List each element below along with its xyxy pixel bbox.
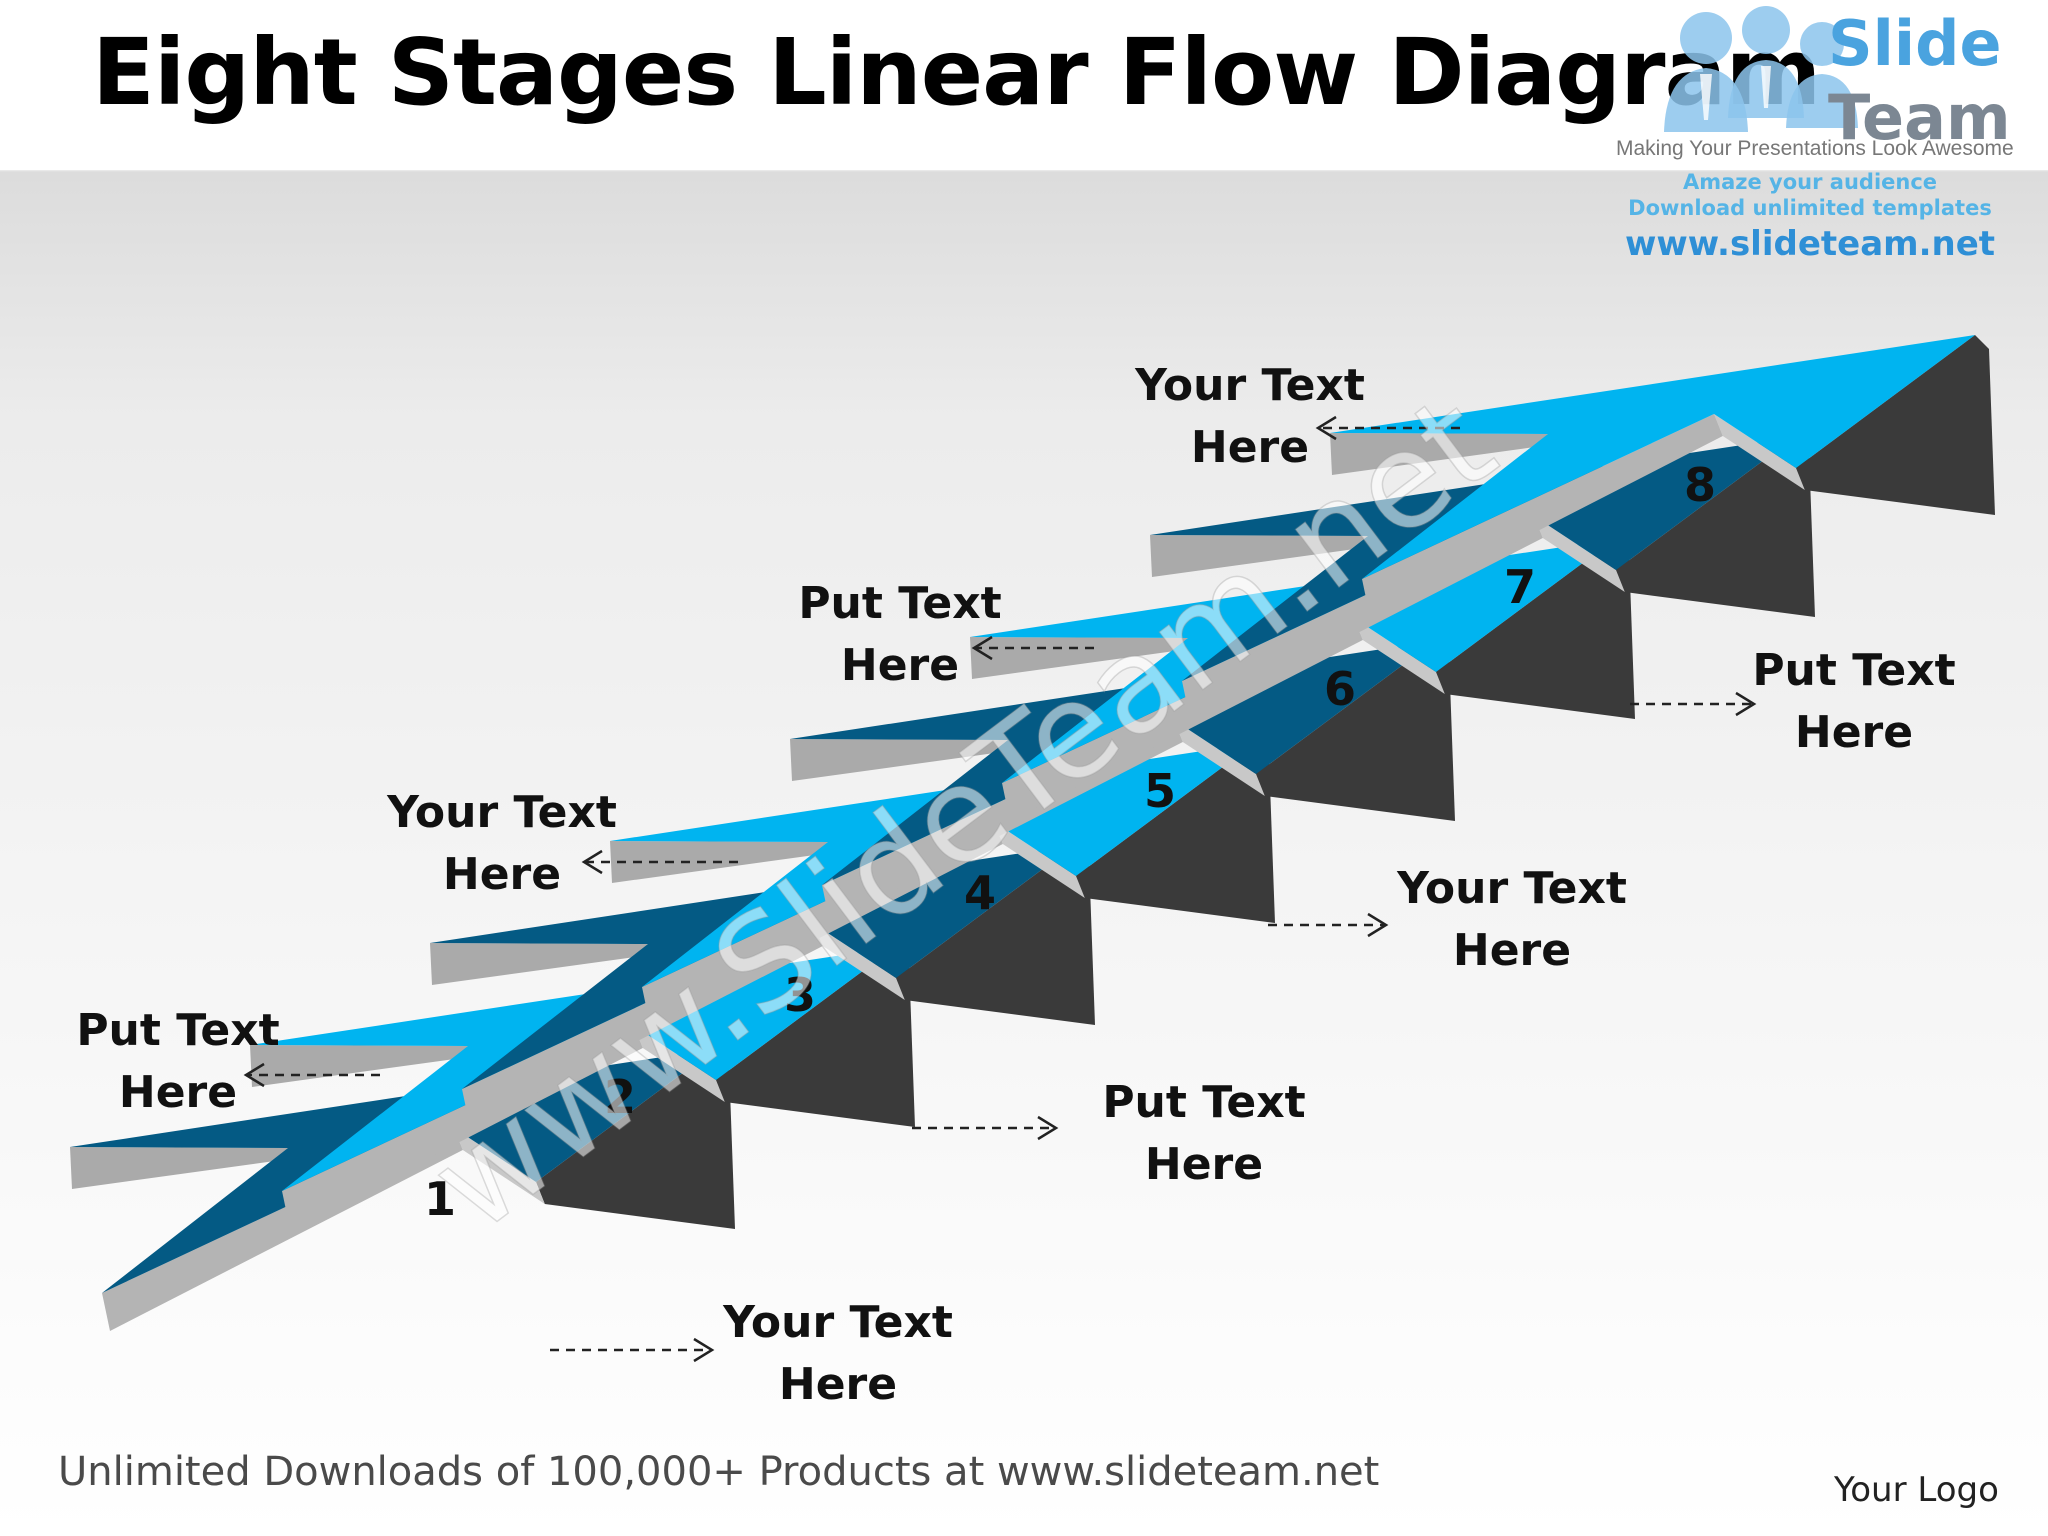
stage-1-tip-shadow	[536, 1049, 735, 1229]
brand-promo-line-2: Download unlimited templates	[1628, 196, 1992, 220]
footer-downloads-text: Unlimited Downloads of 100,000+ Products…	[58, 1449, 1380, 1495]
stage-5-connector-arrowhead	[1367, 912, 1389, 938]
stage-8-callout-line-1: Your Text	[1135, 360, 1365, 411]
stage-2-arrow: 2	[250, 947, 915, 1229]
stage-5-face	[790, 641, 1435, 885]
stage-2-chin-side	[634, 1026, 725, 1102]
stage-1-chin-side	[454, 1128, 545, 1204]
stage-7-callout-line-1: Put Text	[1752, 645, 1956, 696]
stage-8-chin-side	[1714, 414, 1805, 490]
stage-4-face	[610, 743, 1255, 987]
stage-2-connector-arrowhead	[243, 1062, 265, 1088]
stage-2-tip-shadow	[716, 947, 915, 1127]
people-logo-icon	[1664, 6, 1858, 132]
stage-8-callout-line-2: Here	[1190, 422, 1310, 473]
stage-7-face	[1150, 437, 1795, 681]
stage-6-chin-side	[1354, 618, 1445, 694]
connector-lines	[243, 415, 1757, 1363]
stage-8-connector-arrowhead	[1315, 415, 1337, 441]
brand-promo-line-1: Amaze your audience	[1682, 170, 1938, 194]
stage-7-tip-shadow	[1616, 437, 1815, 617]
stage-1-callout-line-2: Here	[778, 1359, 898, 1410]
stage-7-connector-arrowhead	[1735, 691, 1757, 717]
brand-url-link[interactable]: www.slideteam.net	[1624, 224, 1996, 264]
brand-name-slide: Slide	[1828, 7, 2002, 80]
stage-6-face	[970, 539, 1615, 783]
stage-3-callout-line-1: Put Text	[1102, 1077, 1306, 1128]
stage-3-tip-shadow	[896, 845, 1095, 1025]
stage-8-bottom-side	[1362, 414, 1723, 617]
stage-7-chin-side	[1534, 516, 1625, 592]
stage-4-tip-shadow	[1076, 743, 1275, 923]
stage-3-number: 3	[784, 968, 816, 1022]
brand-tagline: Making Your Presentations Look Awesome	[1616, 137, 2014, 160]
stage-6-callout-line-1: Put Text	[798, 578, 1002, 629]
stage-8-tip-shadow	[1796, 335, 1995, 515]
stage-1-connector-arrowhead	[693, 1337, 715, 1363]
stage-3-callout-line-2: Here	[1144, 1139, 1264, 1190]
stage-4-number: 4	[964, 866, 996, 920]
stage-2-notch-side	[250, 1045, 468, 1087]
stage-1-notch-side	[70, 1147, 288, 1189]
stage-8-number: 8	[1684, 458, 1716, 512]
stage-6-number: 6	[1324, 662, 1356, 716]
stage-5-tip-shadow	[1256, 641, 1455, 821]
stage-5-callout-line-1: Your Text	[1397, 863, 1627, 914]
stage-4-connector-arrowhead	[581, 849, 603, 875]
stage-3-chin-side	[814, 924, 905, 1000]
stage-3-face	[430, 845, 1075, 1089]
stage-5-callout-line-2: Here	[1452, 925, 1572, 976]
stage-1-face	[70, 1049, 715, 1293]
stage-4-callout-line-2: Here	[442, 849, 562, 900]
stage-2-callout-line-2: Here	[118, 1067, 238, 1118]
stage-5-number: 5	[1144, 764, 1176, 818]
stage-8-notch-side	[1330, 433, 1548, 475]
stage-5-chin-side	[1174, 720, 1265, 796]
stage-8-arrow: 8	[1330, 335, 1995, 617]
stage-8-face	[1330, 335, 1975, 579]
stage-4-chin-side	[994, 822, 1085, 898]
brand-name-team: Team	[1828, 81, 2011, 154]
stage-2-callout-line-1: Put Text	[76, 1005, 280, 1056]
stage-1-number: 1	[424, 1172, 456, 1226]
stage-2-face	[250, 947, 895, 1191]
stage-6-callout-line-2: Here	[840, 640, 960, 691]
your-logo-placeholder: Your Logo	[1834, 1470, 1999, 1510]
slide-title: Eight Stages Linear Flow Diagram	[92, 19, 1821, 126]
stage-5-notch-side	[790, 739, 1008, 781]
stage-6-connector-arrowhead	[971, 635, 993, 661]
stage-6-tip-shadow	[1436, 539, 1635, 719]
stage-3-notch-side	[430, 943, 648, 985]
slideteam-brand-block: Slide Team Making Your Presentations Loo…	[1600, 0, 2048, 270]
stage-2-number: 2	[604, 1070, 636, 1124]
stage-4-callout-line-1: Your Text	[387, 787, 617, 838]
stage-7-number: 7	[1504, 560, 1536, 614]
stage-7-callout-line-2: Here	[1794, 707, 1914, 758]
stage-7-notch-side	[1150, 535, 1368, 577]
stage-1-callout-line-1: Your Text	[723, 1297, 953, 1348]
stage-3-connector-arrowhead	[1037, 1115, 1059, 1141]
arrow-stack: 1 2 3 4 5 6 7 8	[70, 335, 1995, 1331]
